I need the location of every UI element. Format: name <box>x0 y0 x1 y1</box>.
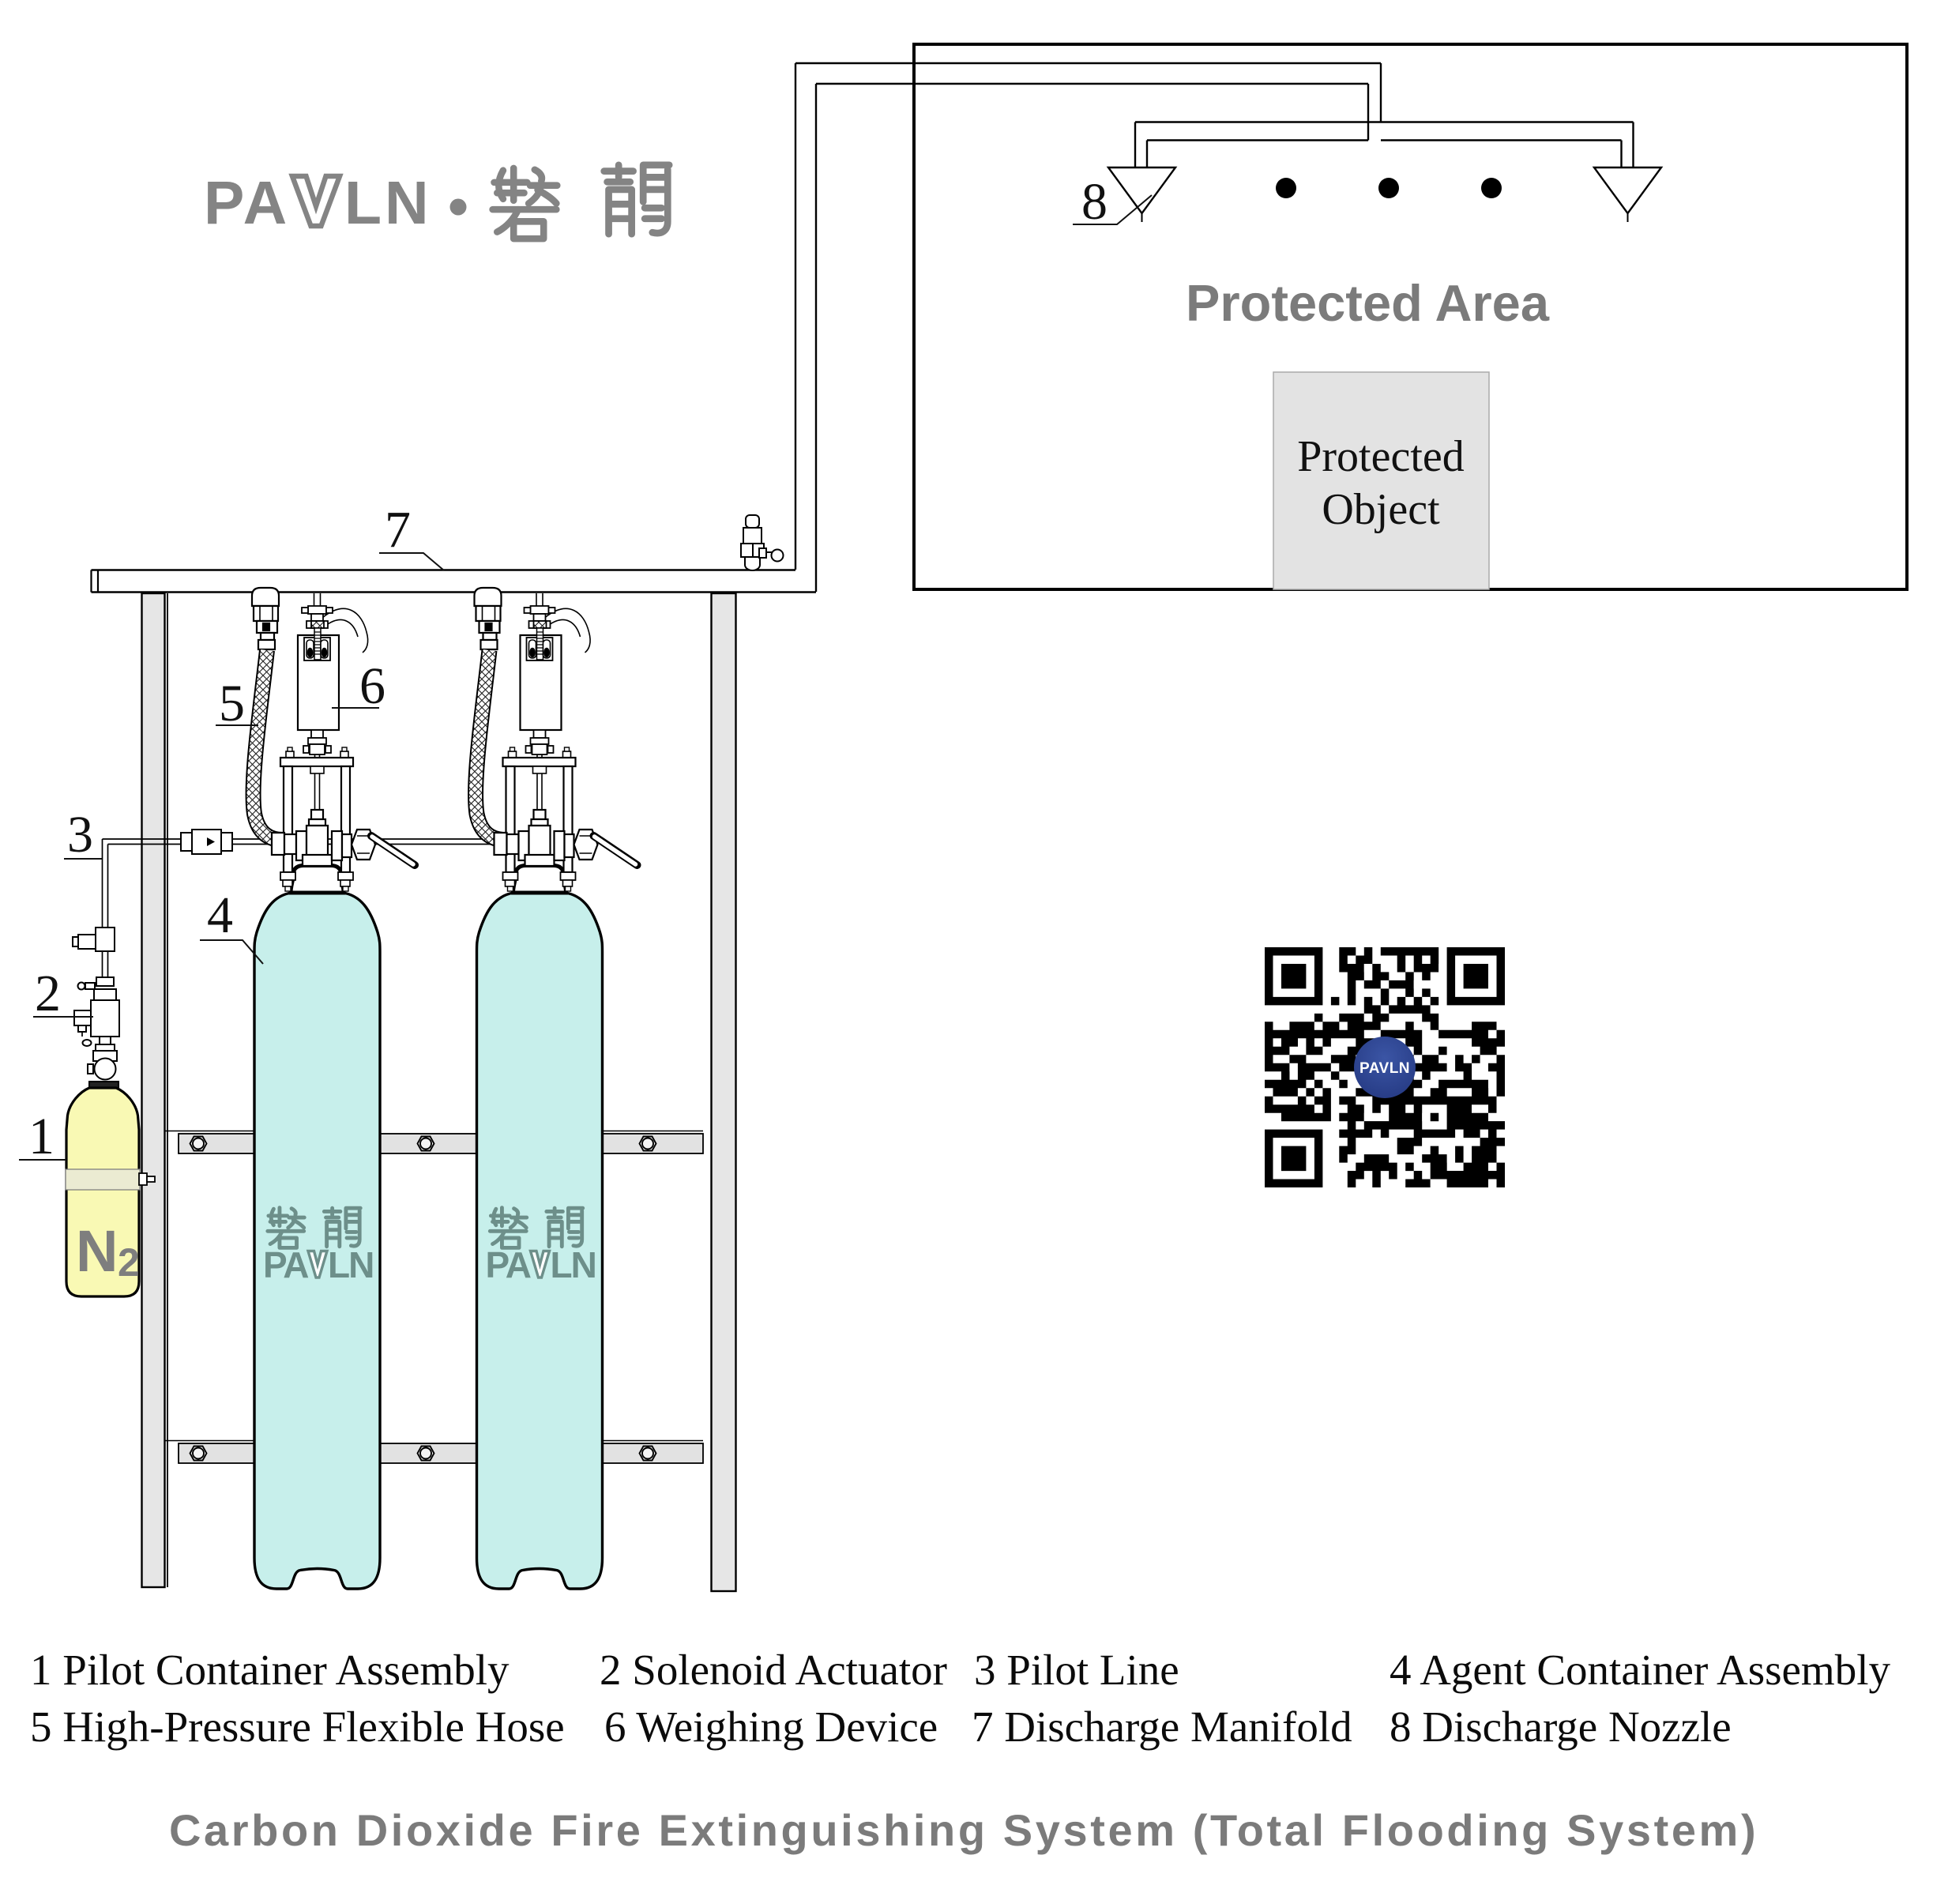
svg-text:Object: Object <box>1322 485 1440 534</box>
svg-text:6: 6 <box>359 657 385 715</box>
svg-text:N: N <box>76 1218 118 1284</box>
svg-text:1 Pilot Container Assembly: 1 Pilot Container Assembly <box>30 1646 510 1694</box>
svg-text:8 Discharge Nozzle: 8 Discharge Nozzle <box>1390 1703 1732 1751</box>
svg-text:3 Pilot Line: 3 Pilot Line <box>974 1646 1179 1694</box>
svg-text:4 Agent Container Assembly: 4 Agent Container Assembly <box>1390 1646 1890 1694</box>
svg-text:5 High-Pressure Flexible Hose: 5 High-Pressure Flexible Hose <box>30 1703 565 1751</box>
svg-text:8: 8 <box>1081 173 1108 231</box>
svg-text:6 Weighing Device: 6 Weighing Device <box>604 1703 938 1751</box>
svg-text:PA: PA <box>263 1244 308 1285</box>
svg-text:LN: LN <box>551 1244 596 1285</box>
svg-text:PA: PA <box>204 169 290 237</box>
svg-text:2: 2 <box>118 1240 140 1285</box>
svg-text:2 Solenoid Actuator: 2 Solenoid Actuator <box>600 1646 947 1694</box>
svg-text:1: 1 <box>28 1108 55 1165</box>
svg-text:7 Discharge Manifold: 7 Discharge Manifold <box>972 1703 1352 1751</box>
svg-text:Protected: Protected <box>1297 432 1464 481</box>
svg-text:Carbon Dioxide Fire Extinguish: Carbon Dioxide Fire Extinguishing System… <box>169 1805 1758 1855</box>
svg-text:LN: LN <box>344 169 432 237</box>
svg-text:5: 5 <box>219 675 245 732</box>
svg-text:2: 2 <box>35 965 61 1022</box>
svg-text:4: 4 <box>207 886 233 944</box>
svg-text:3: 3 <box>67 806 93 864</box>
svg-text:LN: LN <box>328 1244 373 1285</box>
svg-text:7: 7 <box>385 501 411 559</box>
svg-text:PA: PA <box>486 1244 531 1285</box>
svg-text:PAVLN: PAVLN <box>1359 1060 1410 1077</box>
svg-text:Protected Area: Protected Area <box>1186 274 1550 332</box>
